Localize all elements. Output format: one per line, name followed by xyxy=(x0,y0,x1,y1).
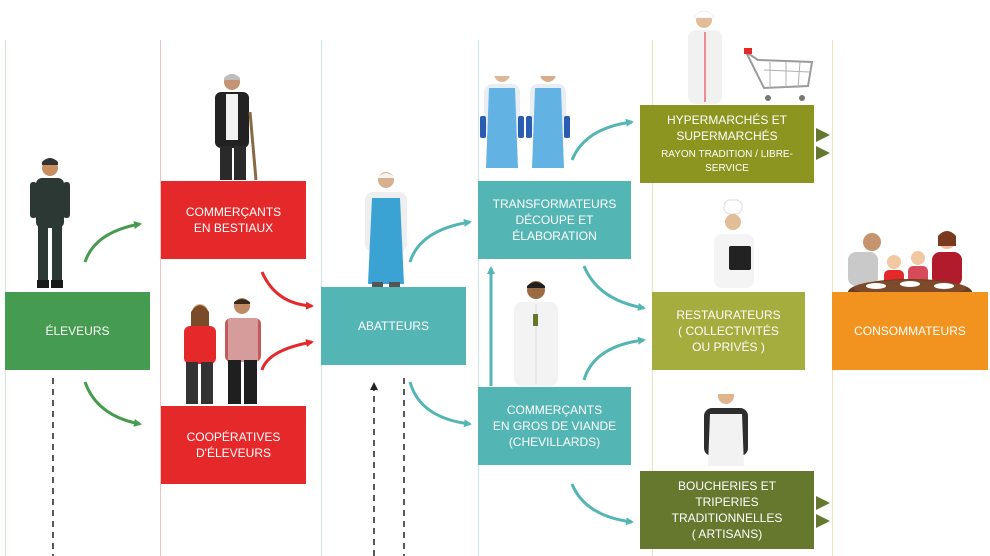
arrow-abatteurs-to-commercants-gros xyxy=(408,381,472,428)
node-boucheries: BOUCHERIES ET TRIPERIES TRADITIONNELLES … xyxy=(640,471,814,549)
node-cooperatives: COOPÉRATIVES D'ÉLEVEURS xyxy=(161,406,306,484)
node-transformateurs-label: TRANSFORMATEURS DÉCOUPE ET ÉLABORATION xyxy=(492,197,617,243)
arrow-cooperatives-to-abatteurs xyxy=(260,339,314,371)
chevron-hypermarches-2 xyxy=(816,146,830,160)
node-consommateurs: CONSOMMATEURS xyxy=(832,292,988,370)
node-abatteurs: ABATTEURS xyxy=(321,287,466,365)
node-eleveurs: ÉLEVEURS xyxy=(5,292,150,370)
supermarket-clerk-figure xyxy=(688,10,722,104)
node-consommateurs-label: CONSOMMATEURS xyxy=(854,324,966,338)
arrow-commercants-gros-to-boucheries xyxy=(570,483,634,526)
chevron-hypermarches-1 xyxy=(816,128,830,142)
cooperative-couple-figures xyxy=(184,298,261,404)
node-commercants-bestiaux-label: COMMERÇANTS EN BESTIAUX xyxy=(185,205,282,235)
shopping-cart-icon xyxy=(743,48,814,101)
arrow-transformateurs-to-restaurateurs xyxy=(582,265,646,311)
node-commercants-gros-label: COMMERÇANTS EN GROS DE VIANDE (CHEVILLAR… xyxy=(492,403,617,449)
chef-figure xyxy=(714,199,754,288)
wholesaler-figure xyxy=(514,281,558,386)
node-abatteurs-label: ABATTEURS xyxy=(357,319,430,333)
chevron-boucheries-1 xyxy=(816,496,830,510)
arrow-transformateurs-to-hypermarches xyxy=(570,118,634,161)
node-restaurateurs-label: RESTAURATEURS ( COLLECTIVITÉS OU PRIVÉS … xyxy=(676,308,781,354)
node-transformateurs: TRANSFORMATEURS DÉCOUPE ET ÉLABORATION xyxy=(478,181,631,259)
arrow-bestiaux-to-abatteurs xyxy=(260,271,314,310)
node-restaurateurs: RESTAURATEURS ( COLLECTIVITÉS OU PRIVÉS … xyxy=(652,292,805,370)
arrow-eleveurs-to-bestiaux xyxy=(83,221,142,263)
slaughterhouse-worker-figure xyxy=(365,172,407,288)
node-boucheries-label: BOUCHERIES ET TRIPERIES TRADITIONNELLES … xyxy=(671,479,783,541)
processing-workers-figures xyxy=(480,65,570,168)
node-commercants-gros: COMMERÇANTS EN GROS DE VIANDE (CHEVILLAR… xyxy=(478,387,631,465)
livestock-trader-figure xyxy=(215,74,258,181)
node-hypermarches: HYPERMARCHÉS ET SUPERMARCHÉS RAYON TRADI… xyxy=(640,105,814,183)
column-divider xyxy=(478,40,479,556)
farmer-figure xyxy=(30,158,70,288)
node-eleveurs-label: ÉLEVEURS xyxy=(45,324,110,338)
column-divider xyxy=(160,40,161,556)
butcher-figure xyxy=(704,388,748,466)
node-hypermarches-label: HYPERMARCHÉS ET SUPERMARCHÉS xyxy=(666,113,788,143)
chevron-boucheries-2 xyxy=(816,514,830,528)
arrow-commercants-gros-to-restaurateurs xyxy=(582,336,646,381)
arrow-abatteurs-to-transformateurs xyxy=(408,219,472,263)
node-cooperatives-label: COOPÉRATIVES D'ÉLEVEURS xyxy=(186,430,281,460)
arrow-eleveurs-to-cooperatives xyxy=(83,381,142,427)
node-hypermarches-sublabel: RAYON TRADITION / LIBRE-SERVICE xyxy=(661,149,793,174)
node-commercants-bestiaux: COMMERÇANTS EN BESTIAUX xyxy=(161,181,306,259)
